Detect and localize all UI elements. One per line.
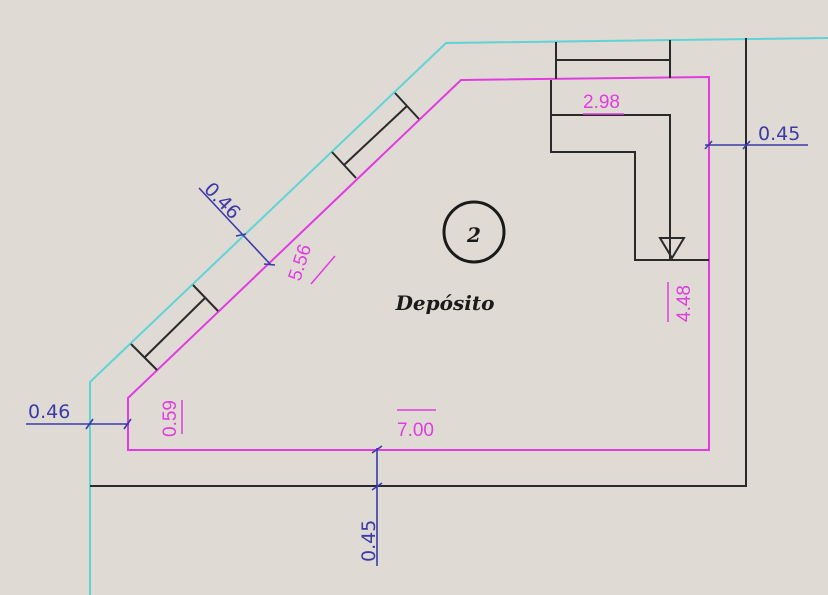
svg-text:0.46: 0.46 — [199, 178, 244, 224]
dim-bottom-wall-thickness: 0.45 — [358, 445, 383, 566]
svg-text:5.56: 5.56 — [285, 242, 316, 284]
room-name: Depósito — [395, 291, 495, 315]
outer-wall — [90, 38, 747, 487]
dim-top-length: 2.98 — [583, 92, 624, 115]
dim-diagonal-length: 5.56 — [285, 242, 336, 285]
svg-text:7.00: 7.00 — [397, 420, 434, 441]
stair-direction-arrow-icon — [658, 237, 686, 260]
stairs — [550, 80, 709, 261]
dim-bottom-length: 7.00 — [397, 409, 436, 441]
svg-text:2.98: 2.98 — [583, 92, 620, 113]
dim-left-wall-thickness: 0.46 — [26, 401, 132, 430]
room-outline[interactable] — [127, 75, 710, 451]
dim-right-wall-thickness: 0.45 — [704, 123, 808, 150]
svg-text:0.45: 0.45 — [358, 520, 380, 562]
property-boundary-line — [89, 37, 828, 595]
dim-left-side-length: 0.59 — [160, 400, 183, 437]
window-diagonal-lower — [130, 284, 219, 371]
dim-right-side-length: 4.48 — [667, 282, 695, 322]
window-top — [555, 40, 671, 79]
window-diagonal-upper — [331, 92, 420, 179]
svg-text:2: 2 — [466, 223, 481, 247]
svg-text:0.46: 0.46 — [28, 401, 70, 423]
svg-text:0.59: 0.59 — [160, 400, 181, 437]
svg-text:0.45: 0.45 — [758, 123, 800, 145]
dim-diagonal-wall-thickness: 0.46 — [198, 178, 276, 266]
svg-text:4.48: 4.48 — [674, 285, 695, 322]
room-number-badge: 2 — [442, 200, 506, 264]
